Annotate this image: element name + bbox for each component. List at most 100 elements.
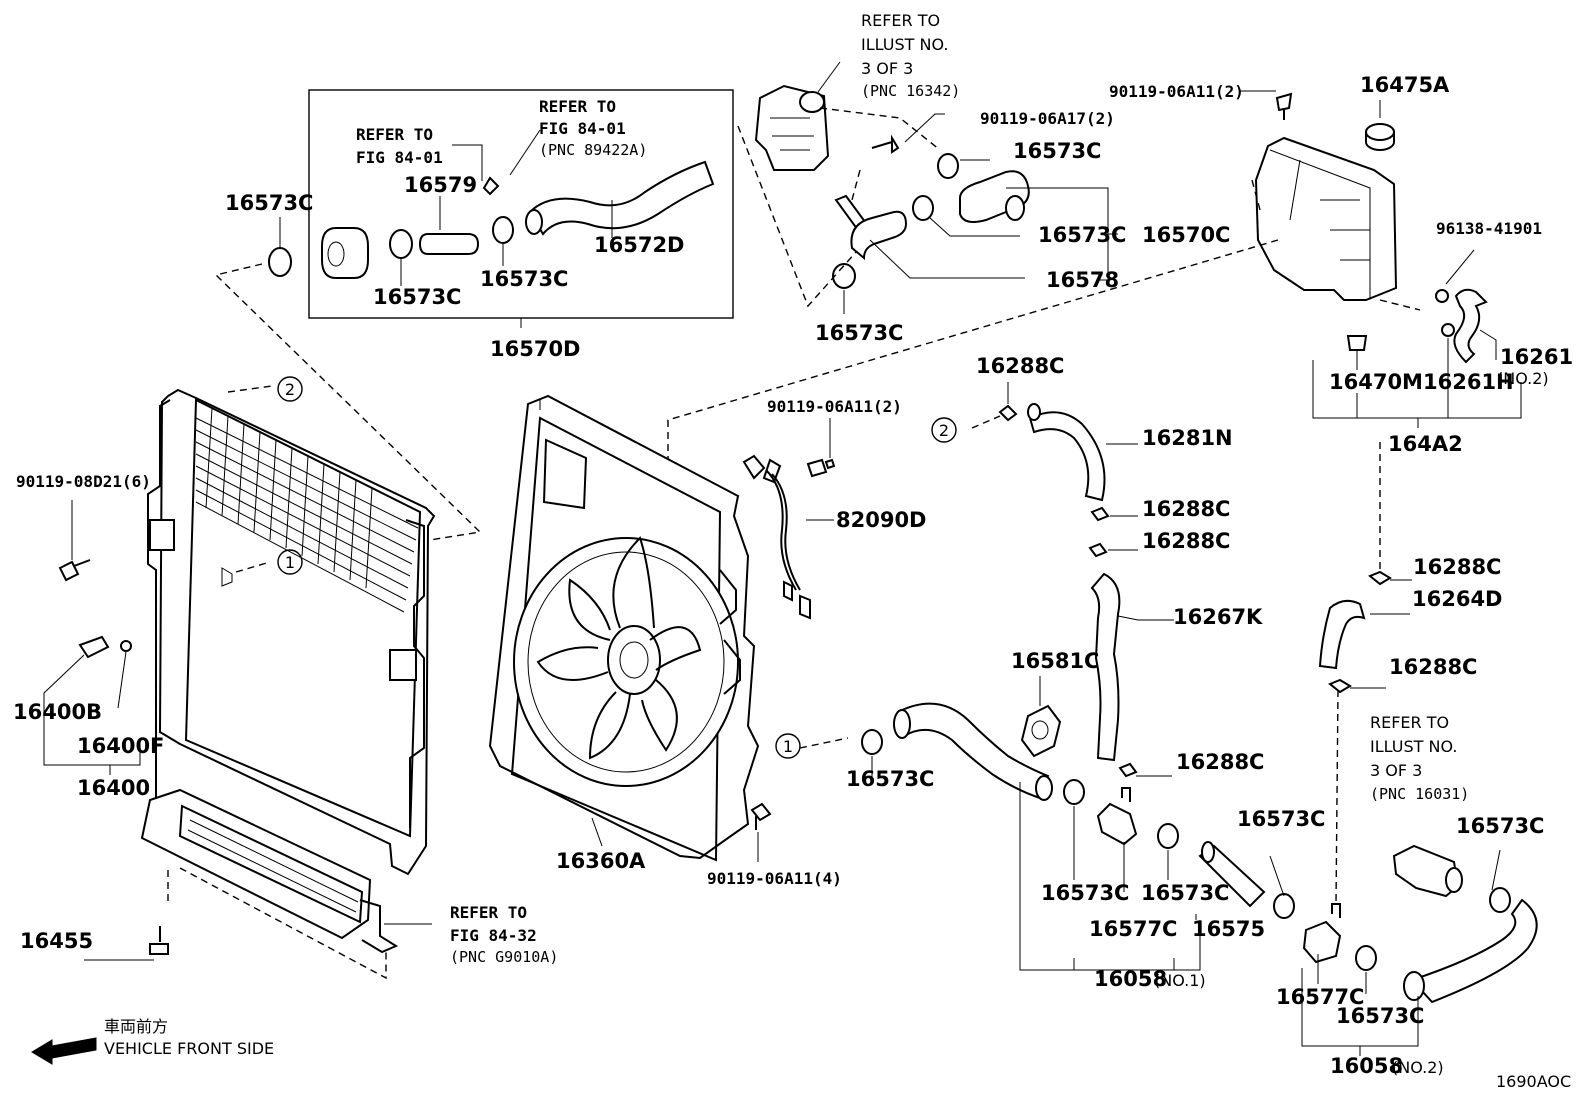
thermostat-part [418, 233, 480, 255]
hose-16058-no2 [1410, 898, 1538, 1004]
label-90119-08D21: 90119-08D21(6) [16, 472, 151, 491]
label-16058: 16058 [1094, 967, 1167, 991]
cooler-body [140, 788, 372, 940]
clamp-part [492, 216, 514, 244]
illustration-code: 1690AOC [1496, 1072, 1571, 1091]
svg-text:(PNC 16342): (PNC 16342) [861, 82, 960, 100]
label-16261: 16261 [1500, 345, 1573, 369]
reservoir-tank-assembly [1240, 90, 1522, 428]
reference-notes: REFER TO FIG 84-01 REFER TO FIG 84-01 (P… [356, 11, 1469, 966]
gasket-16581C [1020, 676, 1062, 758]
label-16577C: 16577C [1089, 917, 1177, 941]
label-16573C: 16573C [815, 321, 903, 345]
label-16573C: 16573C [373, 285, 461, 309]
label-16573C: 16573C [480, 267, 568, 291]
label-16577C: 16577C [1276, 985, 1364, 1009]
front-arrow-icon [31, 1037, 97, 1065]
circle-markers: 2 1 2 1 [277, 376, 957, 759]
thermostat-housing-area [737, 61, 1118, 314]
label-16058-no1: (NO.1) [1154, 971, 1206, 990]
svg-text:FIG 84-01: FIG 84-01 [356, 148, 443, 167]
label-16575: 16575 [1192, 917, 1265, 941]
svg-text:FIG 84-32: FIG 84-32 [450, 926, 537, 945]
label-16573C: 16573C [225, 191, 313, 215]
label-16400F: 16400F [77, 734, 164, 758]
ref-illust-pnc-16031: REFER TO ILLUST NO. 3 OF 3 (PNC 16031) [1370, 713, 1469, 803]
label-16573C: 16573C [1013, 139, 1101, 163]
front-side-jp: 車両前方 [104, 1017, 168, 1036]
hose-16264D-group [1318, 442, 1412, 905]
fan-shroud-16360A [488, 394, 772, 862]
label-16264D: 16264D [1412, 587, 1503, 611]
label-16470M: 16470M [1329, 370, 1423, 394]
pipe-fitting [321, 227, 369, 279]
label-90119-06A11: 90119-06A11(2) [767, 397, 902, 416]
lower-hose-assembly-no2 [1269, 844, 1538, 1056]
front-side-en: VEHICLE FRONT SIDE [104, 1039, 274, 1058]
svg-text:(PNC 89422A): (PNC 89422A) [539, 141, 647, 159]
part-labels: 16573C 16579 16573C 16573C 16572D 16570D… [13, 73, 1573, 1078]
label-16578: 16578 [1046, 268, 1119, 292]
fan-blades [536, 536, 702, 760]
marker-1-radiator: 1 [285, 553, 295, 572]
svg-text:FIG 84-01: FIG 84-01 [539, 119, 626, 138]
ref-fig-84-01-left: REFER TO FIG 84-01 [356, 125, 443, 167]
label-82090D: 82090D [836, 508, 927, 532]
label-16288C: 16288C [1142, 529, 1230, 553]
svg-text:3 OF 3: 3 OF 3 [861, 59, 913, 78]
label-16261-no2: (NO.2) [1497, 369, 1549, 388]
hose-16281N [1028, 411, 1106, 502]
label-16573C: 16573C [1041, 881, 1129, 905]
svg-text:REFER TO: REFER TO [861, 11, 940, 30]
label-16360A: 16360A [556, 849, 646, 873]
label-16573C: 16573C [1237, 807, 1325, 831]
svg-text:REFER TO: REFER TO [1370, 713, 1449, 732]
label-16281N: 16281N [1142, 426, 1233, 450]
marker-2-top: 2 [285, 380, 295, 399]
svg-text:ILLUST NO.: ILLUST NO. [861, 35, 948, 54]
label-90119-06A11: 90119-06A11(4) [707, 869, 842, 888]
label-16570D: 16570D [490, 337, 581, 361]
label-96138-41901: 96138-41901 [1436, 219, 1542, 238]
label-16573C: 16573C [1456, 814, 1544, 838]
svg-text:REFER TO: REFER TO [450, 903, 527, 922]
label-16288C: 16288C [1176, 750, 1264, 774]
label-16572D: 16572D [594, 233, 685, 257]
label-16267K: 16267K [1173, 605, 1263, 629]
ref-fig-84-32: REFER TO FIG 84-32 (PNC G9010A) [450, 903, 558, 966]
label-16581C: 16581C [1011, 649, 1099, 673]
label-16288C: 16288C [1389, 655, 1477, 679]
clamp-part [389, 229, 413, 259]
label-90119-06A11: 90119-06A11(2) [1109, 82, 1244, 101]
wire-harness-82090D [742, 418, 836, 620]
label-16058-no2: (NO.2) [1392, 1058, 1444, 1077]
svg-text:(PNC 16031): (PNC 16031) [1370, 785, 1469, 803]
lower-hose-assembly-no1 [799, 702, 1266, 978]
label-16288C: 16288C [976, 354, 1064, 378]
label-164A2: 164A2 [1388, 432, 1463, 456]
ref-fig-84-01-right: REFER TO FIG 84-01 (PNC 89422A) [539, 97, 647, 159]
svg-text:ILLUST NO.: ILLUST NO. [1370, 737, 1457, 756]
label-16573C: 16573C [1336, 1004, 1424, 1028]
hoses-16281N-16267K [971, 382, 1174, 778]
svg-text:(PNC G9010A): (PNC G9010A) [450, 948, 558, 966]
svg-text:3 OF 3: 3 OF 3 [1370, 761, 1422, 780]
label-16455: 16455 [20, 929, 93, 953]
label-16573C: 16573C [1141, 881, 1229, 905]
label-16288C: 16288C [1142, 497, 1230, 521]
clamp-16573C-left [214, 217, 482, 541]
dashed-connector [667, 239, 1279, 460]
hose-kit-16570D [308, 89, 734, 328]
label-16573C: 16573C [1038, 223, 1126, 247]
reservoir-cap [1365, 123, 1395, 141]
label-16570C: 16570C [1142, 223, 1230, 247]
radiator-fins [195, 407, 419, 613]
label-16400: 16400 [77, 776, 150, 800]
upper-hose [528, 160, 715, 236]
label-16400B: 16400B [13, 700, 102, 724]
label-16288C: 16288C [1413, 555, 1501, 579]
label-16261H: 16261H [1423, 370, 1514, 394]
marker-2-hose: 2 [939, 421, 949, 440]
